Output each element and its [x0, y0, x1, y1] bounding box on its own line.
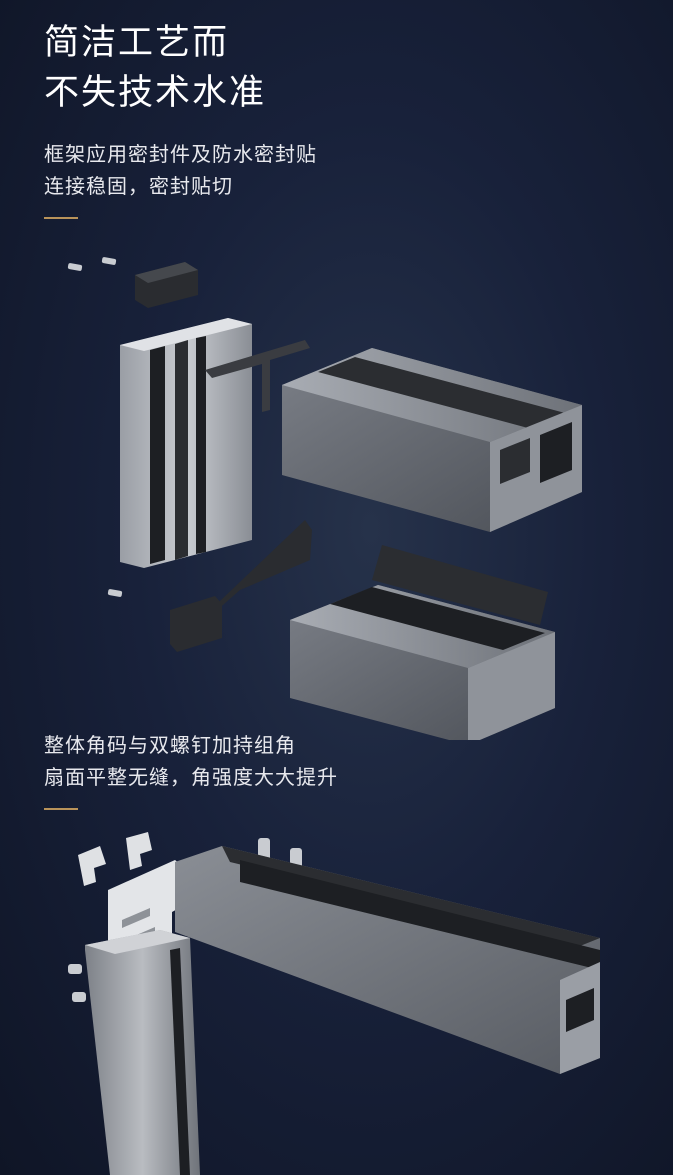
section-2-line-2: 扇面平整无缝，角强度大大提升: [44, 765, 338, 789]
headline-line-2: 不失技术水准: [44, 73, 267, 113]
corner-clip-icon: [78, 832, 152, 886]
screw-icon: [67, 257, 123, 597]
sash-post: [85, 930, 200, 1175]
section-2-line-1: 整体角码与双螺钉加持组角: [44, 733, 296, 757]
seal-block: [135, 262, 198, 308]
section-2-description: 整体角码与双螺钉加持组角 扇面平整无缝，角强度大大提升: [44, 729, 338, 793]
page-headline: 简洁工艺而 不失技术水准: [44, 18, 266, 118]
section-1-line-1: 框架应用密封件及防水密封贴: [44, 142, 317, 166]
sash-panel: [175, 846, 600, 1074]
waterproof-seal-strip: [170, 340, 312, 652]
frame-seal-exploded-illustration: [67, 257, 582, 740]
frame-profile-upper: [282, 348, 582, 532]
section-1-line-2: 连接稳固，密封贴切: [44, 174, 233, 198]
section-1-description: 框架应用密封件及防水密封贴 连接稳固，密封贴切: [44, 138, 317, 202]
frame-post: [120, 318, 252, 568]
corner-joint-illustration: [68, 832, 600, 1175]
accent-divider-1: [44, 217, 78, 219]
accent-divider-2: [44, 808, 78, 810]
headline-line-1: 简洁工艺而: [44, 23, 230, 63]
frame-profile-lower: [290, 545, 555, 740]
